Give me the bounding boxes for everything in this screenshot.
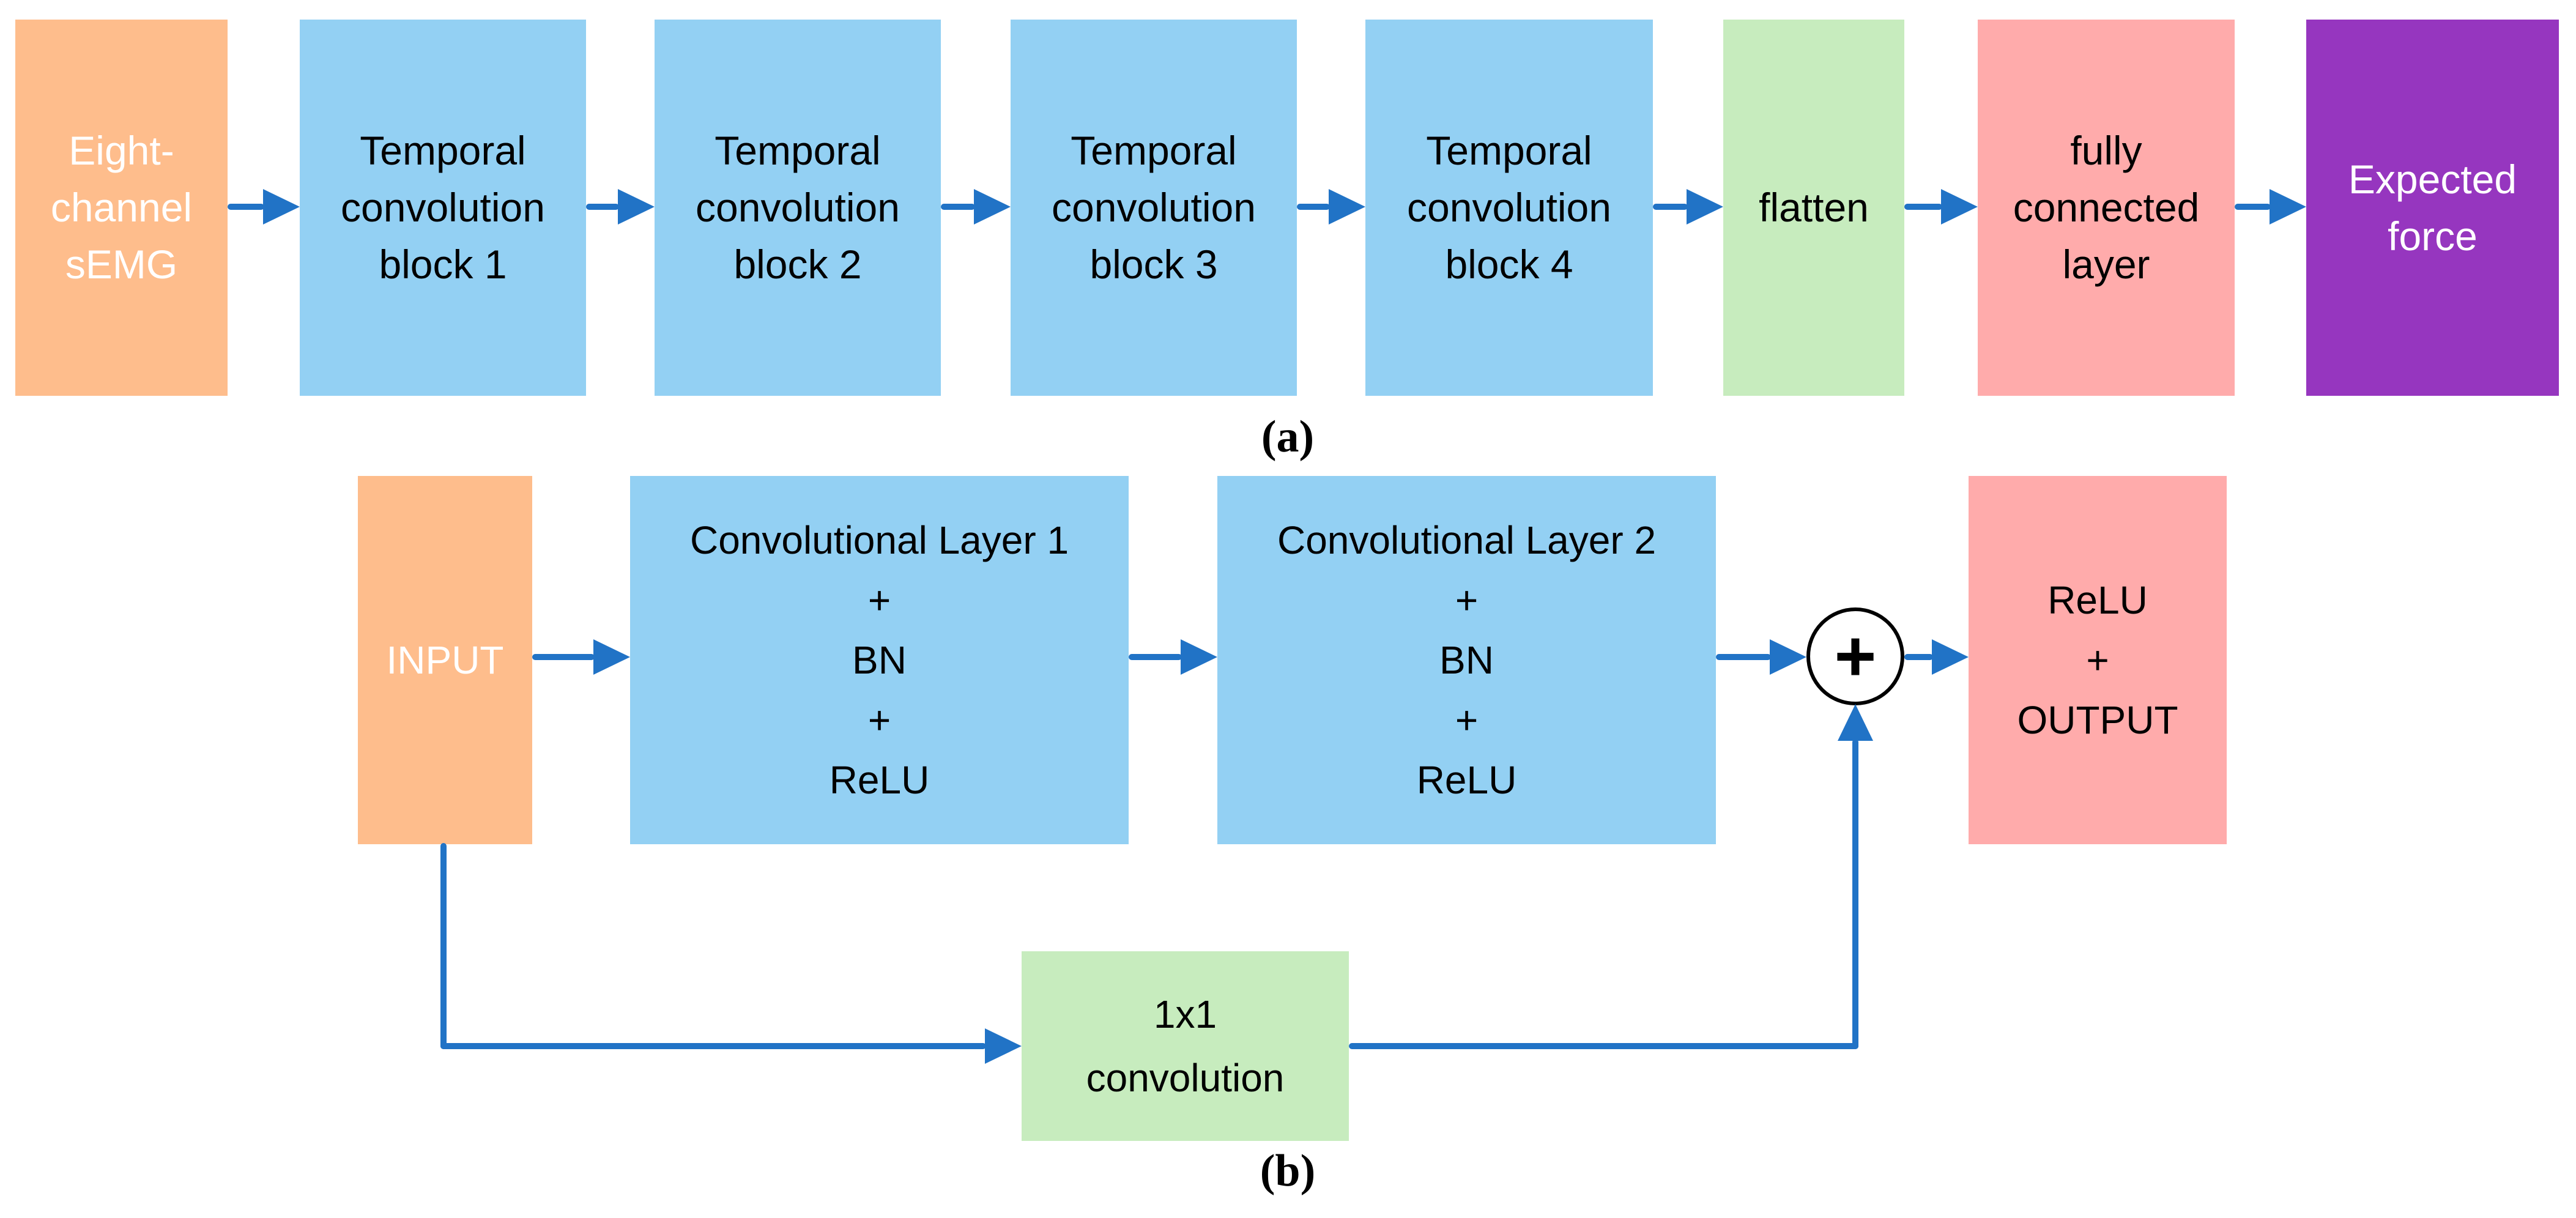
block-text-line: convolution [341,185,545,230]
arrow-conv1-to-conv2-head [1181,639,1217,675]
arrow-conv2-to-sum-shaft [1716,654,1771,660]
arrow-shortcut-into-conv1x1-head [985,1028,1022,1064]
arrow-semg-to-tcb1-head [263,189,300,225]
panel-a-label: (a) [1261,412,1315,462]
block-flatten: flatten [1723,20,1904,396]
arrow-flatten-to-fc-shaft [1904,204,1942,210]
block-temporal-convolution-1: Temporal convolution block 1 [300,20,586,396]
block-text-line: BN [1439,638,1494,682]
arrow-input-to-conv1-shaft [532,654,595,660]
block-text-line: OUTPUT [2017,698,2178,742]
arrow-tcb2-to-tcb3-head [974,189,1011,225]
block-fully-connected-layer: fully connected layer [1978,20,2235,396]
block-text-line: ReLU [829,758,930,802]
shortcut-line-down [440,843,447,1049]
block-convolutional-layer-1: Convolutional Layer 1 + BN + ReLU [630,476,1129,844]
block-input: INPUT [358,476,532,844]
block-convolutional-layer-2: Convolutional Layer 2 + BN + ReLU [1217,476,1716,844]
arrow-tcb4-to-flatten-shaft [1653,204,1688,210]
block-text-line: Temporal [715,128,881,173]
arrow-tcb3-to-tcb4-head [1329,189,1365,225]
arrow-conv1-to-conv2-shaft [1129,654,1182,660]
block-text-line: Convolutional Layer 2 [1277,518,1657,562]
block-text-line: Convolutional Layer 1 [689,518,1069,562]
block-text-line: Temporal [1426,128,1592,173]
arrow-tcb4-to-flatten-head [1687,189,1723,225]
arrow-tcb1-to-tcb2-shaft [586,204,619,210]
block-text-line: + [1455,578,1479,622]
block-text-line: BN [852,638,907,682]
block-text-line: Temporal [1071,128,1237,173]
arrow-sum-to-output-shaft [1904,654,1933,660]
arrow-tcb3-to-tcb4-shaft [1297,204,1330,210]
block-text-line: + [867,578,891,622]
block-1x1-convolution: 1x1 convolution [1022,951,1349,1141]
arrow-fc-to-force-head [2270,189,2306,225]
block-text-line: connected [2013,185,2200,230]
block-text-line: convolution [1086,1056,1285,1100]
shortcut-line-right [440,1043,986,1049]
block-text-line: ReLU [1416,758,1517,802]
block-text-line: convolution [1052,185,1256,230]
block-text-line: block 3 [1089,242,1218,287]
block-text-line: convolution [1407,185,1611,230]
arrow-conv2-to-sum-head [1770,639,1806,675]
block-text-line: layer [2062,242,2150,287]
block-text-line: 1x1 [1153,992,1217,1036]
block-text-line: Eight- [69,128,174,173]
arrow-sum-to-output-head [1932,639,1969,675]
block-expected-force: Expected force [2306,20,2559,396]
block-text-line: force [2388,213,2478,259]
arrow-shortcut-into-sum-head [1838,704,1873,741]
block-relu-output: ReLU + OUTPUT [1969,476,2227,844]
block-text-line: + [2086,638,2109,682]
block-text-line: block 4 [1445,242,1573,287]
block-eight-channel-semg: Eight- channel sEMG [15,20,228,396]
block-text-line: sEMG [65,242,178,287]
block-text-line: Expected [2348,156,2517,202]
block-text-line: fully [2070,128,2142,173]
block-text-line: ReLU [2047,578,2148,622]
shortcut-line-up [1852,739,1858,1049]
arrow-flatten-to-fc-head [1941,189,1978,225]
plus-icon: + [1834,616,1877,697]
block-text-line: Temporal [360,128,526,173]
block-text-line: + [1455,698,1479,742]
block-temporal-convolution-2: Temporal convolution block 2 [655,20,941,396]
arrow-tcb1-to-tcb2-head [618,189,655,225]
block-text-line: convolution [696,185,900,230]
sum-node: + [1806,607,1904,705]
block-temporal-convolution-4: Temporal convolution block 4 [1365,20,1653,396]
shortcut-line-to-sum [1349,1043,1858,1049]
block-text-line: flatten [1759,185,1869,230]
arrow-tcb2-to-tcb3-shaft [941,204,975,210]
arrow-fc-to-force-shaft [2235,204,2271,210]
block-text-line: block 2 [733,242,862,287]
block-text-line: block 1 [379,242,507,287]
panel-b-label: (b) [1260,1146,1316,1196]
block-text-line: + [867,698,891,742]
arrow-semg-to-tcb1-shaft [228,204,264,210]
block-text-line: channel [50,185,193,230]
block-temporal-convolution-3: Temporal convolution block 3 [1011,20,1297,396]
block-text-line: INPUT [386,638,504,682]
arrow-input-to-conv1-head [593,639,630,675]
